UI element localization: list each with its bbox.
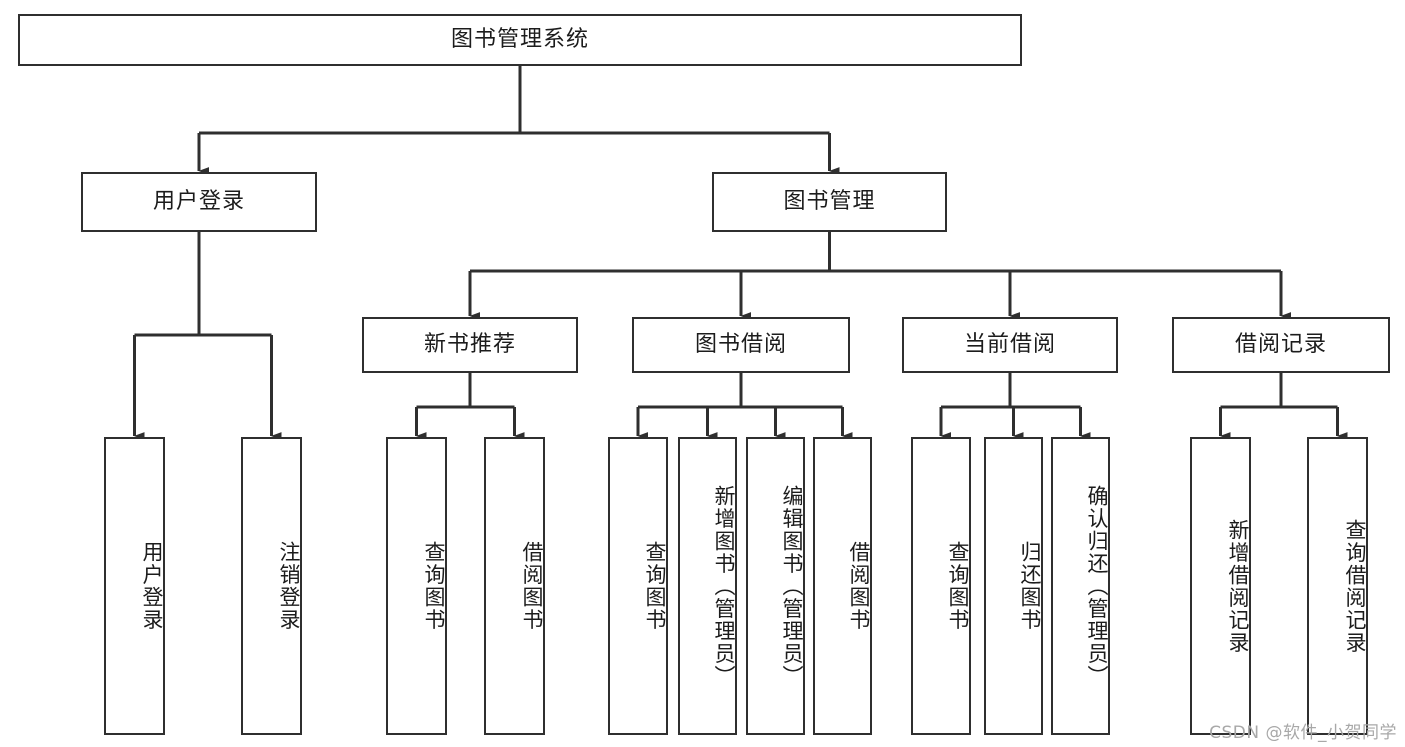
leaf-confirm-return-admin[interactable]: 确认归还（管理员） [1051,437,1110,735]
leaf-return-book[interactable]: 归还图书 [984,437,1043,735]
leaf-edit-book-admin[interactable]: 编辑图书（管理员） [746,437,805,735]
node-label: 查询借阅记录 [1343,518,1367,654]
node-label: 用户登录 [140,541,164,631]
leaf-add-borrow-record[interactable]: 新增借阅记录 [1190,437,1251,735]
node-label: 查询图书 [643,541,667,631]
node-label: 借阅图书 [847,541,871,631]
node-label: 用户登录 [152,188,245,214]
leaf-logout[interactable]: 注销登录 [241,437,302,735]
leaf-user-login[interactable]: 用户登录 [104,437,165,735]
node-label: 图书管理 [783,188,876,214]
csdn-watermark: CSDN @软件_小贺同学 [1209,723,1397,743]
node-label: 编辑图书（管理员） [780,484,804,688]
node-label: 图书借阅 [694,331,787,357]
leaf-query-book-current[interactable]: 查询图书 [911,437,971,735]
node-label: 归还图书 [1018,541,1042,631]
node-user-login[interactable]: 用户登录 [81,172,317,232]
leaf-query-borrow-record[interactable]: 查询借阅记录 [1307,437,1368,735]
node-book-borrow[interactable]: 图书借阅 [632,317,850,373]
node-label: 借阅记录 [1234,331,1327,357]
node-label: 查询图书 [422,541,446,631]
node-borrow-record[interactable]: 借阅记录 [1172,317,1390,373]
node-label: 借阅图书 [520,541,544,631]
node-label: 注销登录 [277,541,301,631]
leaf-borrow-book-recommend[interactable]: 借阅图书 [484,437,545,735]
node-label: 当前借阅 [963,331,1056,357]
node-root[interactable]: 图书管理系统 [18,14,1022,66]
node-label: 新增图书（管理员） [712,484,736,688]
leaf-query-book-borrow[interactable]: 查询图书 [608,437,668,735]
leaf-query-book-recommend[interactable]: 查询图书 [386,437,447,735]
node-label: 确认归还（管理员） [1085,484,1109,688]
node-label: 新增借阅记录 [1226,518,1250,654]
leaf-add-book-admin[interactable]: 新增图书（管理员） [678,437,737,735]
node-label: 查询图书 [946,541,970,631]
node-label: 新书推荐 [423,331,516,357]
node-new-book-recommend[interactable]: 新书推荐 [362,317,578,373]
node-book-management[interactable]: 图书管理 [712,172,947,232]
node-current-borrow[interactable]: 当前借阅 [902,317,1118,373]
node-label: 图书管理系统 [450,26,589,52]
leaf-borrow-book[interactable]: 借阅图书 [813,437,872,735]
